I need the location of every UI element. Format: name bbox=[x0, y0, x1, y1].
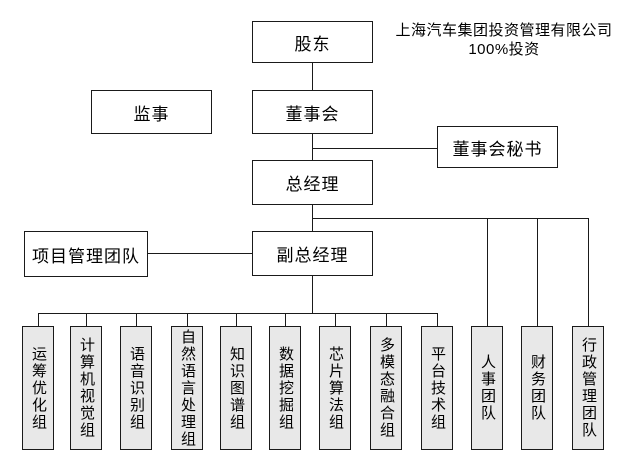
department-box-3: 自然语言处理组 bbox=[171, 326, 203, 450]
connector-gm-hr-team bbox=[487, 218, 488, 326]
department-box-1: 计算机视觉组 bbox=[70, 326, 102, 450]
connector-gm-finance-team bbox=[537, 218, 538, 326]
connector-board-secretary bbox=[312, 148, 437, 149]
node-general-manager: 总经理 bbox=[252, 160, 373, 205]
node-board-of-directors: 董事会 bbox=[252, 90, 373, 134]
node-project-management-team: 项目管理团队 bbox=[24, 231, 148, 277]
connector-deputy-down bbox=[312, 276, 313, 313]
connector-department-stub-1 bbox=[86, 313, 87, 326]
department-box-5: 数据挖掘组 bbox=[269, 326, 301, 450]
department-box-8: 平台技术组 bbox=[421, 326, 453, 450]
connector-board-gm bbox=[312, 134, 313, 160]
node-shareholder: 股东 bbox=[252, 21, 373, 63]
connector-departments-rail bbox=[38, 313, 438, 314]
department-box-10: 财务团队 bbox=[521, 326, 553, 450]
node-deputy-general-manager: 副总经理 bbox=[252, 231, 373, 276]
connector-pm-team-deputy bbox=[148, 253, 252, 254]
connector-shareholder-board bbox=[312, 63, 313, 90]
connector-department-stub-6 bbox=[335, 313, 336, 326]
connector-gm-admin-team bbox=[588, 218, 589, 326]
investor-annotation-line2: 100%投资 bbox=[468, 41, 540, 58]
department-box-2: 语音识别组 bbox=[120, 326, 152, 450]
node-supervisor: 监事 bbox=[91, 90, 212, 134]
department-box-6: 芯片算法组 bbox=[319, 326, 351, 450]
connector-department-stub-8 bbox=[437, 313, 438, 326]
connector-department-stub-2 bbox=[136, 313, 137, 326]
connector-department-stub-7 bbox=[386, 313, 387, 326]
connector-department-stub-0 bbox=[38, 313, 39, 326]
department-box-11: 行政管理团队 bbox=[572, 326, 604, 450]
node-board-secretary: 董事会秘书 bbox=[437, 126, 558, 168]
investor-annotation: 上海汽车集团投资管理有限公司 100%投资 bbox=[390, 21, 618, 59]
department-box-7: 多模态融合组 bbox=[370, 326, 402, 450]
department-box-9: 人事团队 bbox=[471, 326, 503, 450]
department-box-0: 运筹优化组 bbox=[22, 326, 54, 450]
connector-department-stub-4 bbox=[236, 313, 237, 326]
connector-department-stub-3 bbox=[187, 313, 188, 326]
department-box-4: 知识图谱组 bbox=[220, 326, 252, 450]
connector-department-stub-5 bbox=[285, 313, 286, 326]
connector-gm-right-rail bbox=[312, 218, 589, 219]
investor-annotation-line1: 上海汽车集团投资管理有限公司 bbox=[395, 22, 613, 39]
